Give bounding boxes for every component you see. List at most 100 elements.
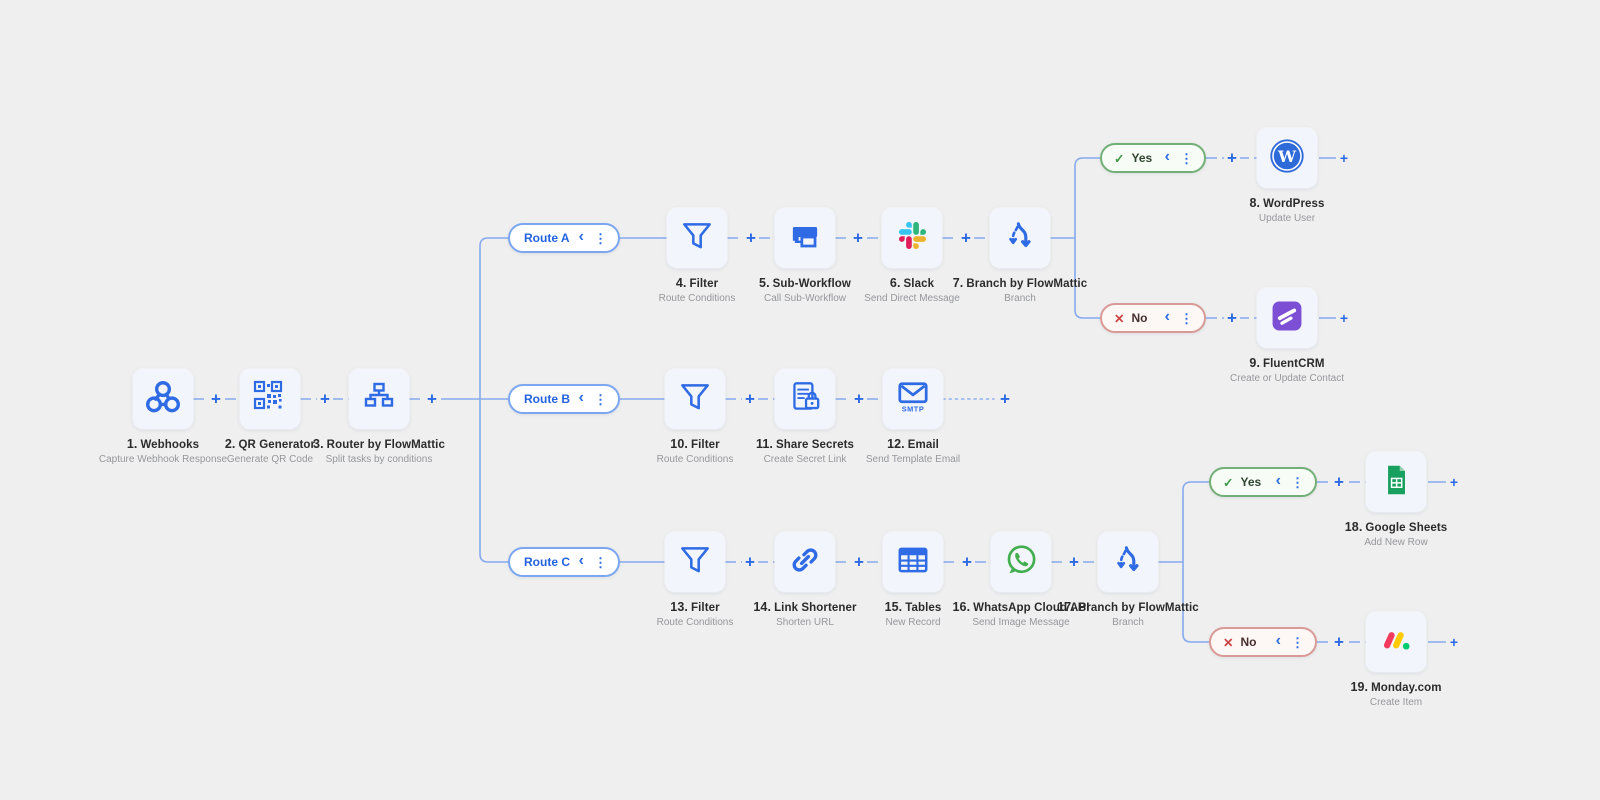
connector-line	[1074, 157, 1100, 238]
route-pill-label: Route C	[524, 555, 570, 569]
node-number: 15.	[884, 600, 903, 614]
collapse-chevron-icon[interactable]: ‹	[578, 552, 584, 569]
node-9-fluentcrm[interactable]	[1257, 288, 1317, 348]
menu-dots-icon[interactable]: ⋮	[594, 554, 607, 570]
add-step-button[interactable]: +	[997, 389, 1013, 409]
menu-dots-icon[interactable]: ⋮	[594, 230, 607, 246]
add-step-button[interactable]: +	[1066, 552, 1082, 572]
node-subtitle: Shorten URL	[776, 617, 834, 628]
node-11-share-secrets[interactable]	[775, 369, 835, 429]
node-2-qr-generator[interactable]	[240, 369, 300, 429]
node-12-email[interactable]: SMTP	[883, 369, 943, 429]
branch17-yes-pill[interactable]: ✓Yes‹⋮	[1209, 467, 1317, 497]
node-title: 10.Filter	[610, 437, 780, 451]
add-step-button[interactable]: +	[1331, 472, 1347, 492]
whatsapp-icon	[1001, 540, 1041, 585]
add-step-button[interactable]: +	[958, 228, 974, 248]
add-step-button[interactable]: +	[1446, 474, 1462, 490]
add-step-button[interactable]: +	[1446, 634, 1462, 650]
node-name: Router by FlowMattic	[326, 439, 445, 451]
filter-icon	[676, 378, 714, 421]
add-step-button[interactable]: +	[743, 228, 759, 248]
node-name: Tables	[905, 602, 942, 614]
node-17-branch-by-flowmattic[interactable]	[1098, 532, 1158, 592]
node-14-link-shortener[interactable]	[775, 532, 835, 592]
add-step-button[interactable]: +	[1336, 310, 1352, 326]
node-title: 1.Webhooks	[78, 437, 248, 451]
node-name: Email	[907, 439, 939, 451]
add-step-button[interactable]: +	[851, 552, 867, 572]
add-step-button[interactable]: +	[1224, 148, 1240, 168]
collapse-chevron-icon[interactable]: ‹	[578, 389, 584, 406]
node-4-filter[interactable]	[667, 208, 727, 268]
node-15-tables[interactable]	[883, 532, 943, 592]
node-1-webhooks[interactable]	[133, 369, 193, 429]
node-6-slack[interactable]	[882, 208, 942, 268]
route-a-pill[interactable]: Route A‹⋮	[508, 223, 620, 253]
add-step-button[interactable]: +	[208, 389, 224, 409]
collapse-chevron-icon[interactable]: ‹	[1164, 308, 1170, 325]
node-number: 6.	[889, 276, 901, 290]
node-subtitle: Send Template Email	[865, 454, 961, 465]
route-pill-label: Route B	[524, 392, 570, 406]
sub-workflow-icon	[786, 217, 824, 260]
node-8-wordpress[interactable]: W	[1257, 128, 1317, 188]
node-name: QR Generator	[238, 439, 316, 451]
node-number: 11.	[755, 437, 773, 451]
collapse-chevron-icon[interactable]: ‹	[578, 228, 584, 245]
collapse-chevron-icon[interactable]: ‹	[1164, 148, 1170, 165]
collapse-chevron-icon[interactable]: ‹	[1275, 632, 1281, 649]
node-number: 17.	[1057, 600, 1075, 614]
node-title: 14.Link Shortener	[720, 600, 890, 614]
node-number: 16.	[952, 600, 971, 614]
node-13-filter[interactable]	[665, 532, 725, 592]
node-7-branch-by-flowmattic[interactable]	[990, 208, 1050, 268]
node-subtitle: Create Secret Link	[763, 454, 847, 465]
menu-dots-icon[interactable]: ⋮	[594, 391, 607, 407]
branch17-no-pill[interactable]: ✕No‹⋮	[1209, 627, 1317, 657]
add-step-button[interactable]: +	[851, 389, 867, 409]
node-number: 14.	[753, 600, 772, 614]
node-number: 9.	[1249, 356, 1261, 370]
add-step-button[interactable]: +	[424, 389, 440, 409]
branch7-no-pill[interactable]: ✕No‹⋮	[1100, 303, 1206, 333]
node-title: 7.Branch by FlowMattic	[935, 276, 1105, 290]
node-18-google-sheets[interactable]	[1366, 452, 1426, 512]
branch-pill-label: Yes	[1240, 475, 1262, 489]
node-3-router-by-flowmattic[interactable]	[349, 369, 409, 429]
node-10-filter[interactable]	[665, 369, 725, 429]
menu-dots-icon[interactable]: ⋮	[1291, 634, 1304, 650]
node-16-whatsapp-cloud-api[interactable]	[991, 532, 1051, 592]
node-subtitle: Add New Row	[1364, 537, 1428, 548]
connector-line	[479, 399, 508, 563]
add-step-button[interactable]: +	[850, 228, 866, 248]
collapse-chevron-icon[interactable]: ‹	[1275, 472, 1281, 489]
branch7-yes-pill[interactable]: ✓Yes‹⋮	[1100, 143, 1206, 173]
add-step-button[interactable]: +	[317, 389, 333, 409]
menu-dots-icon[interactable]: ⋮	[1180, 310, 1193, 326]
menu-dots-icon[interactable]: ⋮	[1291, 474, 1304, 490]
node-number: 18.	[1344, 520, 1363, 534]
node-number: 8.	[1249, 196, 1261, 210]
node-5-sub-workflow[interactable]	[775, 208, 835, 268]
route-b-pill[interactable]: Route B ‹ ⋮	[508, 384, 620, 414]
node-subtitle: Split tasks by conditions	[325, 454, 433, 465]
node-19-monday-com[interactable]	[1366, 612, 1426, 672]
add-step-button[interactable]: +	[1336, 150, 1352, 166]
node-title: 11.Share Secrets	[720, 437, 890, 451]
node-name: Filter	[689, 278, 719, 290]
route-c-pill[interactable]: Route C ‹ ⋮	[508, 547, 620, 577]
branch-pill-label: Yes	[1131, 151, 1153, 165]
connector-line	[1074, 238, 1100, 319]
add-step-button[interactable]: +	[959, 552, 975, 572]
filter-icon	[676, 541, 714, 584]
connector-line	[1182, 562, 1209, 643]
menu-dots-icon[interactable]: ⋮	[1180, 150, 1193, 166]
add-step-button[interactable]: +	[742, 552, 758, 572]
node-subtitle: Branch	[1004, 293, 1036, 304]
add-step-button[interactable]: +	[1331, 632, 1347, 652]
add-step-button[interactable]: +	[742, 389, 758, 409]
add-step-button[interactable]: +	[1224, 308, 1240, 328]
